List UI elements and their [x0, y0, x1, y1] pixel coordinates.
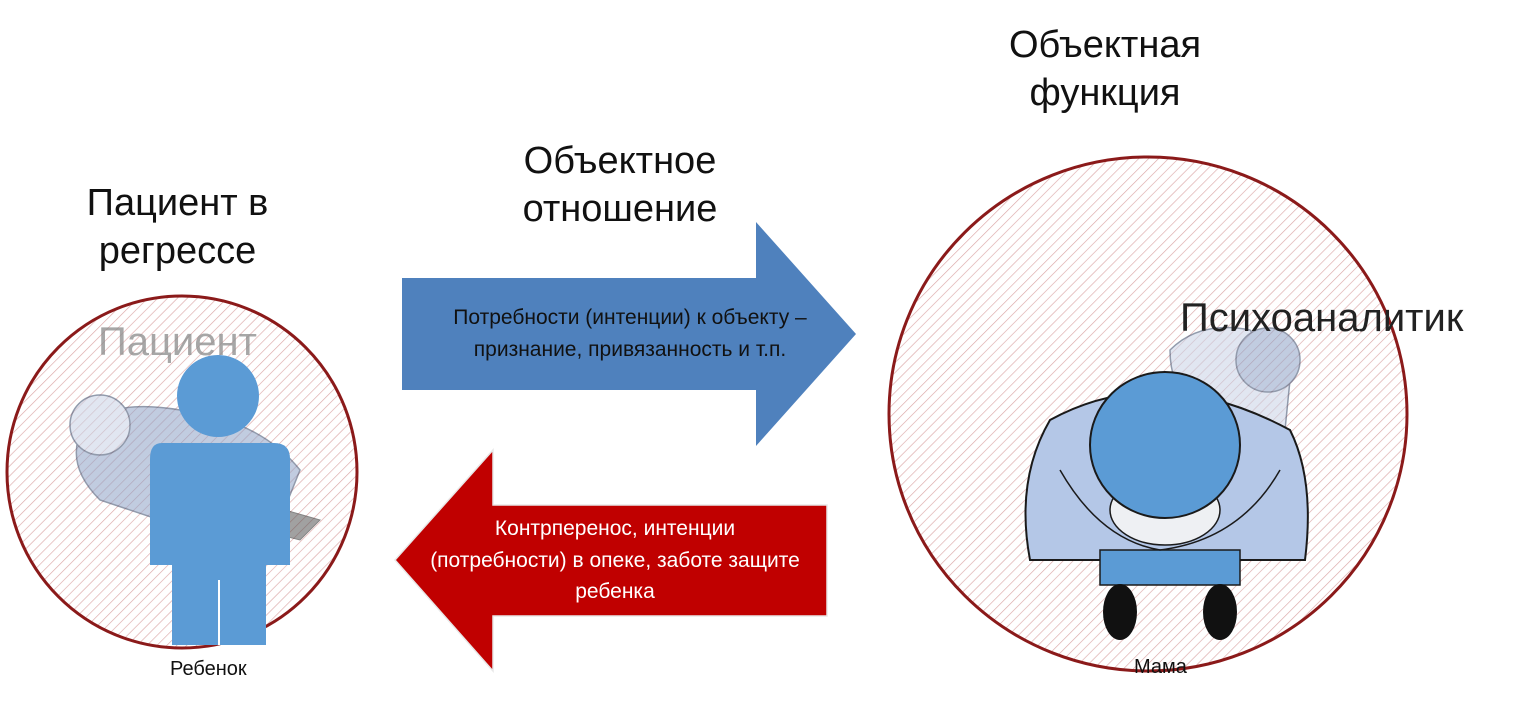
analyst-label-text: Психоаналитик: [1180, 296, 1464, 340]
patient-ghost-label: Пациент: [98, 320, 257, 364]
child-label: Ребенок: [170, 658, 247, 680]
right-title: Объектная функция: [1008, 24, 1202, 114]
mother-label: Мама: [1134, 656, 1187, 678]
top-arrow: [402, 222, 856, 446]
bottom-arrow: [393, 448, 828, 673]
child-figure: [150, 355, 290, 645]
bottom-arrow-text: Контрперенос, интенции (потребности) в о…: [430, 517, 800, 603]
top-arrow-text: Потребности (интенции) к объекту – призн…: [453, 306, 807, 361]
mother-figure: [1024, 371, 1309, 640]
top-arrow-heading: Объектное отношение: [522, 140, 718, 230]
analyst-ghost-label: Психоаналитик: [1180, 296, 1463, 341]
left-title: Пациент в регрессе: [86, 182, 269, 272]
